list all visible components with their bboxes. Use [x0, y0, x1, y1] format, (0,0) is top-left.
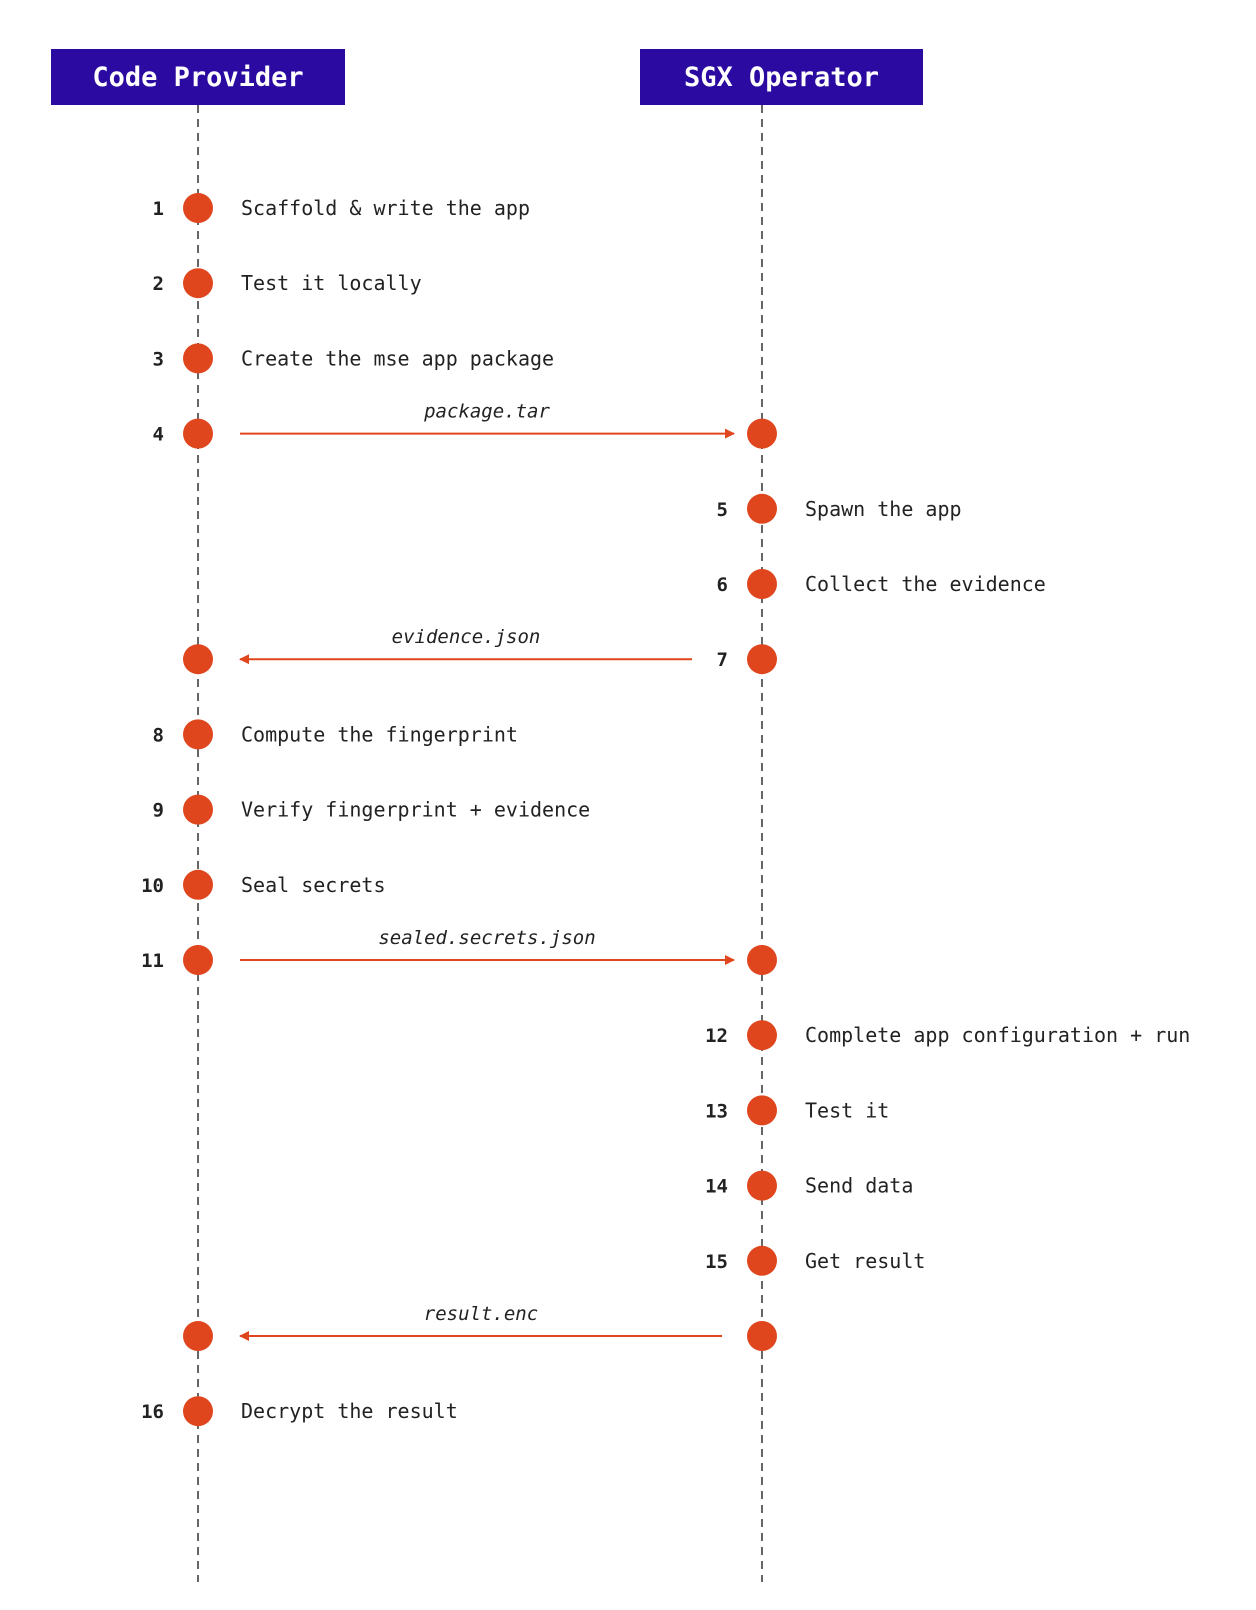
step-label: Verify fingerprint + evidence [241, 798, 590, 822]
step-number: 6 [717, 574, 728, 596]
step-number: 15 [705, 1251, 728, 1273]
step-dot [183, 719, 213, 750]
actor-code-provider: Code Provider [51, 49, 345, 105]
message-dot-right [747, 1321, 777, 1351]
step-dot [183, 869, 213, 900]
step-label: Test it [805, 1098, 889, 1122]
step-number: 1 [153, 198, 164, 220]
step-label: Decrypt the result [241, 1399, 458, 1423]
step-label: Collect the evidence [805, 572, 1046, 596]
message-dot-left [183, 418, 213, 449]
message-label: package.tar [423, 401, 550, 423]
step-dot [747, 569, 777, 599]
step-dot [183, 268, 213, 299]
step-number: 5 [717, 499, 728, 521]
step-label: Send data [805, 1174, 913, 1198]
step-dot [183, 1396, 213, 1427]
step-label: Get result [805, 1249, 925, 1273]
message-label: evidence.json [392, 626, 541, 648]
step-label: Create the mse app package [241, 346, 554, 370]
step-dot [747, 493, 777, 524]
step-number: 16 [141, 1401, 164, 1423]
message-label: result.enc [424, 1303, 538, 1325]
step-number: 12 [705, 1025, 728, 1047]
step-number: 11 [141, 950, 164, 972]
step-number: 3 [153, 348, 164, 370]
message-dot-right [747, 945, 777, 975]
step-dot [747, 1020, 777, 1051]
message-label: sealed.secrets.json [378, 927, 595, 949]
step-dot [183, 343, 213, 374]
step-label: Test it locally [241, 271, 422, 295]
step-label: Complete app configuration + run [805, 1023, 1190, 1047]
step-number: 10 [141, 875, 164, 897]
message-dot-left [183, 644, 213, 675]
step-label: Scaffold & write the app [241, 196, 530, 220]
message-dot-left [183, 1321, 213, 1351]
step-label: Spawn the app [805, 497, 962, 521]
step-number: 14 [705, 1176, 728, 1198]
step-number: 4 [153, 424, 164, 446]
step-dot [183, 193, 213, 223]
step-dot [747, 1095, 777, 1126]
actor-sgx-operator: SGX Operator [640, 49, 923, 105]
step-number: 7 [717, 649, 728, 671]
message-dot-left [183, 945, 213, 975]
step-number: 8 [153, 724, 164, 746]
message-dot-right [747, 644, 777, 675]
step-dot [747, 1245, 777, 1276]
step-dot [747, 1170, 777, 1201]
step-number: 9 [153, 800, 164, 822]
step-number: 2 [153, 273, 164, 295]
step-number: 13 [705, 1100, 728, 1122]
message-dot-right [747, 418, 777, 449]
step-dot [183, 794, 213, 825]
step-label: Compute the fingerprint [241, 722, 518, 746]
step-label: Seal secrets [241, 873, 386, 897]
